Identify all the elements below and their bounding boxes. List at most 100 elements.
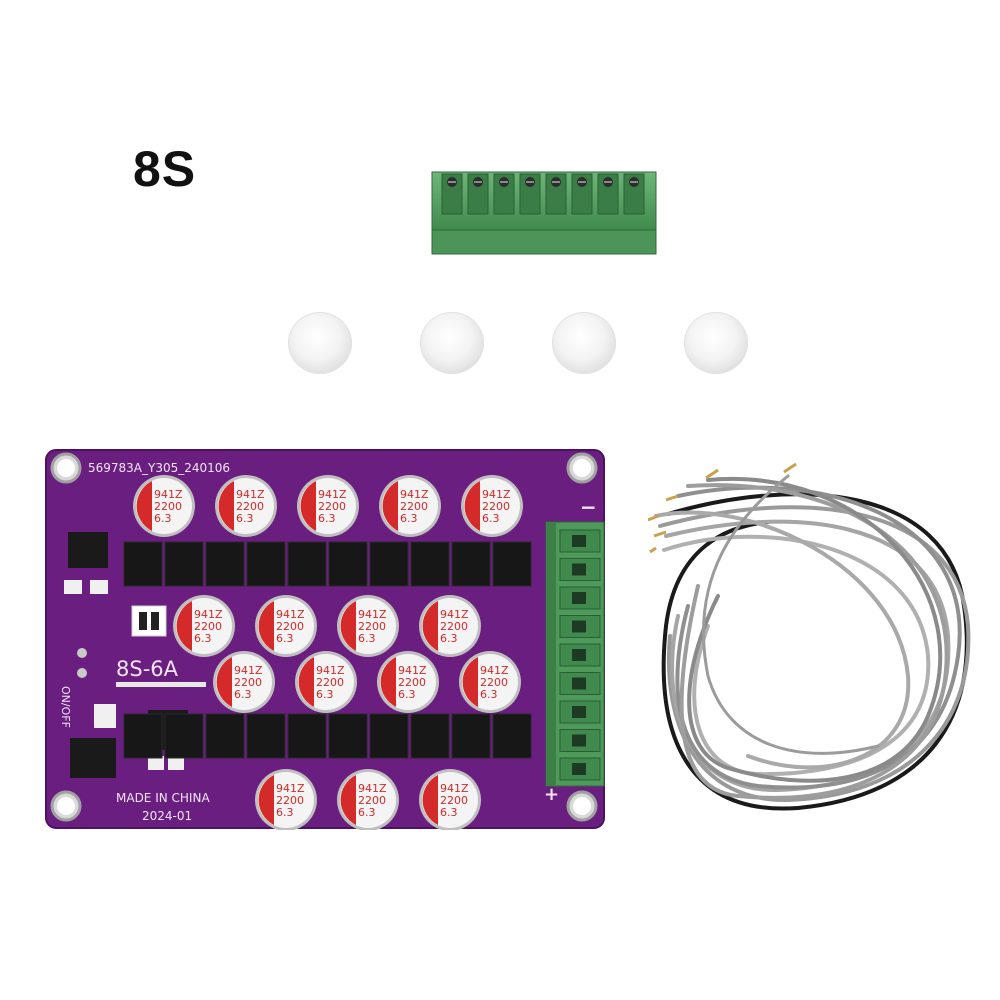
- mosfet-chip: [123, 541, 163, 587]
- mosfet-chip: [164, 541, 204, 587]
- capacitor-marking: 941Z: [358, 608, 387, 621]
- capacitor-marking: 2200: [234, 676, 262, 689]
- mosfet-chip: [369, 713, 409, 759]
- mosfet-chip: [246, 713, 286, 759]
- capacitor-marking: 6.3: [276, 806, 294, 819]
- capacitor-marking: 6.3: [480, 688, 498, 701]
- capacitor-marking: 2200: [398, 676, 426, 689]
- board-terminal-pin: [559, 700, 601, 724]
- capacitor-marking: 941Z: [482, 488, 511, 501]
- mosfet-chip: [451, 713, 491, 759]
- model-label: 8S-6A: [116, 657, 179, 681]
- mosfet-chip: [410, 541, 450, 587]
- mosfet-chip: [205, 713, 245, 759]
- capacitor-marking: 6.3: [234, 688, 252, 701]
- capacitor-marking: 2200: [276, 794, 304, 807]
- rubber-foot: [420, 312, 484, 374]
- terminal-plug: [431, 171, 657, 255]
- plug-pin: [441, 173, 463, 215]
- mosfet-chip: [451, 541, 491, 587]
- mosfet-chip: [369, 541, 409, 587]
- switch-label: ON/OFF: [59, 686, 72, 728]
- board-terminal-pin: [559, 586, 601, 610]
- balancer-board: 569783A_Y305_240106 8S-6A ON/OFF MADE IN…: [45, 449, 605, 830]
- capacitor-marking: 6.3: [194, 632, 212, 645]
- capacitor-marking: 6.3: [440, 806, 458, 819]
- capacitor-marking: 941Z: [276, 608, 305, 621]
- rubber-foot: [288, 312, 352, 374]
- switch-pad: [77, 648, 87, 658]
- origin-line2: 2024-01: [142, 809, 192, 823]
- driver-ic: [64, 532, 167, 637]
- capacitor-marking: 941Z: [276, 782, 305, 795]
- board-terminal-pin: [559, 672, 601, 695]
- switch-pad: [77, 668, 87, 678]
- part-code: 569783A_Y305_240106: [88, 461, 230, 475]
- capacitor-marking: 6.3: [154, 512, 172, 525]
- plug-pin: [623, 173, 645, 215]
- capacitor-marking: 6.3: [400, 512, 418, 525]
- mounting-holes: [50, 452, 598, 822]
- plug-pin: [545, 173, 567, 215]
- balance-cable-bundle: [648, 462, 971, 811]
- mosfet-chip: [492, 713, 532, 759]
- plug-pin: [597, 173, 619, 215]
- board-terminal-pin: [559, 757, 601, 781]
- capacitor-marking: 6.3: [358, 632, 376, 645]
- capacitor-marking: 2200: [440, 794, 468, 807]
- capacitor-marking: 941Z: [398, 664, 427, 677]
- capacitor-marking: 2200: [318, 500, 346, 513]
- capacitor-marking: 2200: [236, 500, 264, 513]
- mosfet-chip: [246, 541, 286, 587]
- mosfet-chip: [410, 713, 450, 759]
- capacitor-marking: 941Z: [440, 608, 469, 621]
- capacitor-marking: 941Z: [400, 488, 429, 501]
- board-terminal-pin: [559, 643, 601, 667]
- capacitor-marking: 2200: [480, 676, 508, 689]
- capacitor-marking: 941Z: [440, 782, 469, 795]
- board-terminal-pin: [559, 729, 601, 752]
- capacitor-marking: 2200: [194, 620, 222, 633]
- mosfet-chip: [205, 541, 245, 587]
- mosfet-chip: [287, 541, 327, 587]
- variant-title: 8S: [133, 141, 197, 197]
- capacitor-marking: 6.3: [440, 632, 458, 645]
- plus-mark: +: [544, 784, 559, 805]
- mosfet-chip: [328, 713, 368, 759]
- minus-mark: −: [580, 495, 597, 519]
- capacitor-marking: 941Z: [234, 664, 263, 677]
- capacitor-marking: 941Z: [318, 488, 347, 501]
- capacitor-marking: 6.3: [236, 512, 254, 525]
- capacitor-marking: 941Z: [154, 488, 183, 501]
- mosfet-chip: [164, 713, 204, 759]
- capacitor-marking: 941Z: [236, 488, 265, 501]
- capacitor-marking: 941Z: [358, 782, 387, 795]
- plug-pin: [571, 173, 593, 215]
- mosfet-chip: [287, 713, 327, 759]
- capacitor-marking: 6.3: [358, 806, 376, 819]
- capacitor-marking: 2200: [276, 620, 304, 633]
- plug-pin: [519, 173, 541, 215]
- mosfet-chip: [328, 541, 368, 587]
- origin-line1: MADE IN CHINA: [116, 791, 210, 805]
- capacitor-marking: 2200: [358, 794, 386, 807]
- capacitor-marking: 2200: [358, 620, 386, 633]
- board-terminal-pin: [559, 529, 601, 553]
- capacitor-marking: 6.3: [316, 688, 334, 701]
- capacitor-marking: 6.3: [318, 512, 336, 525]
- rubber-foot: [552, 312, 616, 374]
- board-terminal-block: [545, 521, 605, 787]
- capacitor-marking: 6.3: [276, 632, 294, 645]
- capacitor-marking: 6.3: [482, 512, 500, 525]
